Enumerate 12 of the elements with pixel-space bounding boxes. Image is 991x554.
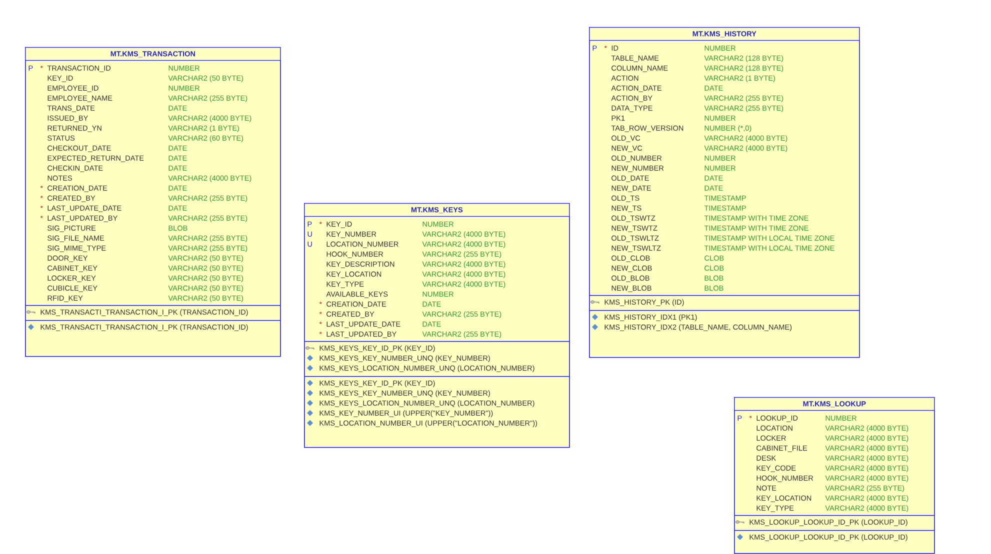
table-section — [304, 341, 570, 377]
table-section — [734, 515, 935, 531]
table-section — [589, 295, 860, 311]
table-section — [734, 410, 935, 516]
table-section — [304, 216, 570, 342]
table-section — [734, 530, 935, 554]
table-section — [25, 60, 281, 306]
table-section — [304, 376, 570, 448]
table-section — [589, 310, 860, 358]
table-section — [25, 305, 281, 321]
table-section — [25, 320, 281, 357]
table-section — [589, 40, 860, 296]
